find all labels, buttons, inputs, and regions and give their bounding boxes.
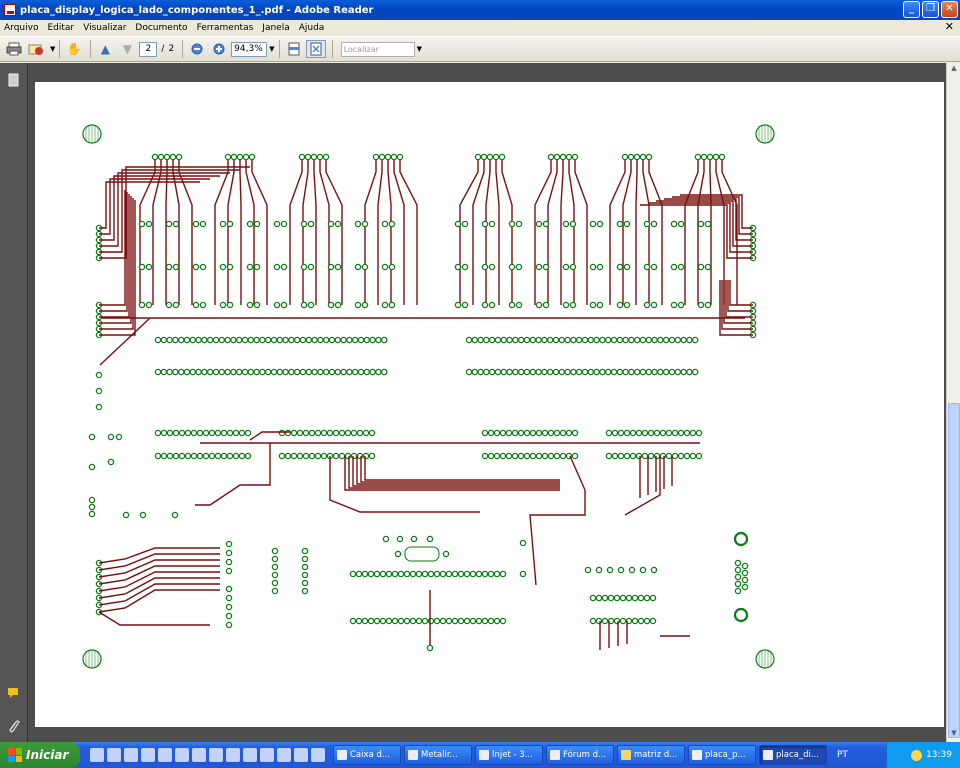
quicklaunch-icon[interactable]: [311, 748, 325, 762]
quicklaunch-icon[interactable]: [124, 748, 138, 762]
taskbar: Iniciar Caixa d... Metalir... Injet - 3.…: [0, 742, 960, 768]
menu-documento[interactable]: Documento: [135, 22, 188, 33]
menu-editar[interactable]: Editar: [47, 22, 75, 33]
quicklaunch-icon[interactable]: [175, 748, 189, 762]
quicklaunch-icon[interactable]: [277, 748, 291, 762]
quicklaunch-icon[interactable]: [209, 748, 223, 762]
folder-icon: [621, 750, 631, 760]
close-document-icon[interactable]: ✕: [944, 20, 954, 33]
minimize-button[interactable]: _: [903, 1, 920, 18]
fit-page-icon[interactable]: [305, 40, 326, 58]
task-button[interactable]: matriz d...: [617, 745, 685, 765]
menu-arquivo[interactable]: Arquivo: [4, 22, 39, 33]
fit-width-icon[interactable]: [284, 40, 304, 58]
menu-visualizar[interactable]: Visualizar: [83, 22, 127, 33]
hand-tool-icon[interactable]: ✋: [66, 42, 82, 56]
zoom-in-icon[interactable]: [209, 40, 229, 58]
windows-flag-icon: [8, 748, 22, 762]
quicklaunch-icon[interactable]: [226, 748, 240, 762]
window-icon: [479, 750, 489, 760]
task-button[interactable]: Metalir...: [404, 745, 472, 765]
quicklaunch-icon[interactable]: [90, 748, 104, 762]
scroll-down-icon[interactable]: ▼: [951, 729, 957, 737]
menu-ferramentas[interactable]: Ferramentas: [196, 22, 254, 33]
find-input[interactable]: Localizar: [340, 41, 415, 57]
scroll-thumb[interactable]: [948, 403, 960, 738]
page-separator: /: [161, 44, 165, 54]
tray-icon[interactable]: [911, 749, 923, 761]
quick-launch: [90, 748, 325, 762]
pdf-page: [35, 82, 944, 727]
task-button[interactable]: placa_p...: [688, 745, 756, 765]
toolbar: ▼ ✋ ▲ ▼ 2 /2 94,3% ▼ Localizar ▼: [0, 36, 960, 62]
print-icon[interactable]: [4, 40, 24, 58]
pdf-icon: [4, 4, 16, 16]
task-button[interactable]: Injet - 3...: [475, 745, 543, 765]
find-dropdown-icon[interactable]: ▼: [416, 45, 422, 53]
window-title: placa_display_logica_lado_componentes_1_…: [20, 4, 374, 16]
start-button[interactable]: Iniciar: [0, 742, 80, 768]
pages-icon[interactable]: [7, 73, 21, 87]
pdf-icon: [763, 750, 773, 760]
next-page-icon[interactable]: ▼: [122, 42, 132, 56]
zoom-dropdown-icon[interactable]: ▼: [269, 45, 275, 53]
previous-page-icon[interactable]: ▲: [100, 42, 110, 56]
clock: 13:39: [926, 750, 952, 760]
navigation-pane: [0, 63, 28, 742]
quicklaunch-icon[interactable]: [107, 748, 121, 762]
system-tray: 13:39: [886, 742, 960, 768]
window-icon: [408, 750, 418, 760]
quicklaunch-icon[interactable]: [192, 748, 206, 762]
menu-ajuda[interactable]: Ajuda: [298, 22, 325, 33]
window-icon: [337, 750, 347, 760]
quicklaunch-icon[interactable]: [260, 748, 274, 762]
quicklaunch-icon[interactable]: [158, 748, 172, 762]
pcb-layout-drawing: [82, 124, 775, 669]
pdf-icon: [692, 750, 702, 760]
chevron-down-icon[interactable]: ▼: [50, 45, 56, 53]
quicklaunch-icon[interactable]: [243, 748, 257, 762]
quicklaunch-icon[interactable]: [294, 748, 308, 762]
email-icon[interactable]: [26, 40, 46, 58]
restore-button[interactable]: ❐: [922, 1, 939, 18]
attachments-icon[interactable]: [7, 719, 21, 733]
window-icon: [550, 750, 560, 760]
language-indicator[interactable]: PT: [837, 750, 848, 760]
task-button-active[interactable]: placa_di...: [759, 745, 827, 765]
close-button[interactable]: ✕: [941, 1, 958, 18]
comments-icon[interactable]: [7, 687, 21, 701]
task-button[interactable]: Fórum d...: [546, 745, 614, 765]
vertical-scrollbar[interactable]: ▲ ▼: [946, 63, 960, 742]
task-button[interactable]: Caixa d...: [333, 745, 401, 765]
menu-bar: Arquivo Editar Visualizar Documento Ferr…: [0, 20, 960, 35]
start-label: Iniciar: [26, 748, 69, 762]
zoom-input[interactable]: 94,3%: [231, 41, 268, 57]
scroll-up-icon[interactable]: ▲: [951, 64, 957, 72]
page-total: 2: [168, 44, 175, 54]
title-bar: placa_display_logica_lado_componentes_1_…: [0, 0, 960, 20]
zoom-out-icon[interactable]: [187, 40, 207, 58]
quicklaunch-icon[interactable]: [141, 748, 155, 762]
menu-janela[interactable]: Janela: [262, 22, 290, 33]
document-area[interactable]: [28, 63, 946, 742]
page-number-input[interactable]: 2: [139, 41, 158, 57]
